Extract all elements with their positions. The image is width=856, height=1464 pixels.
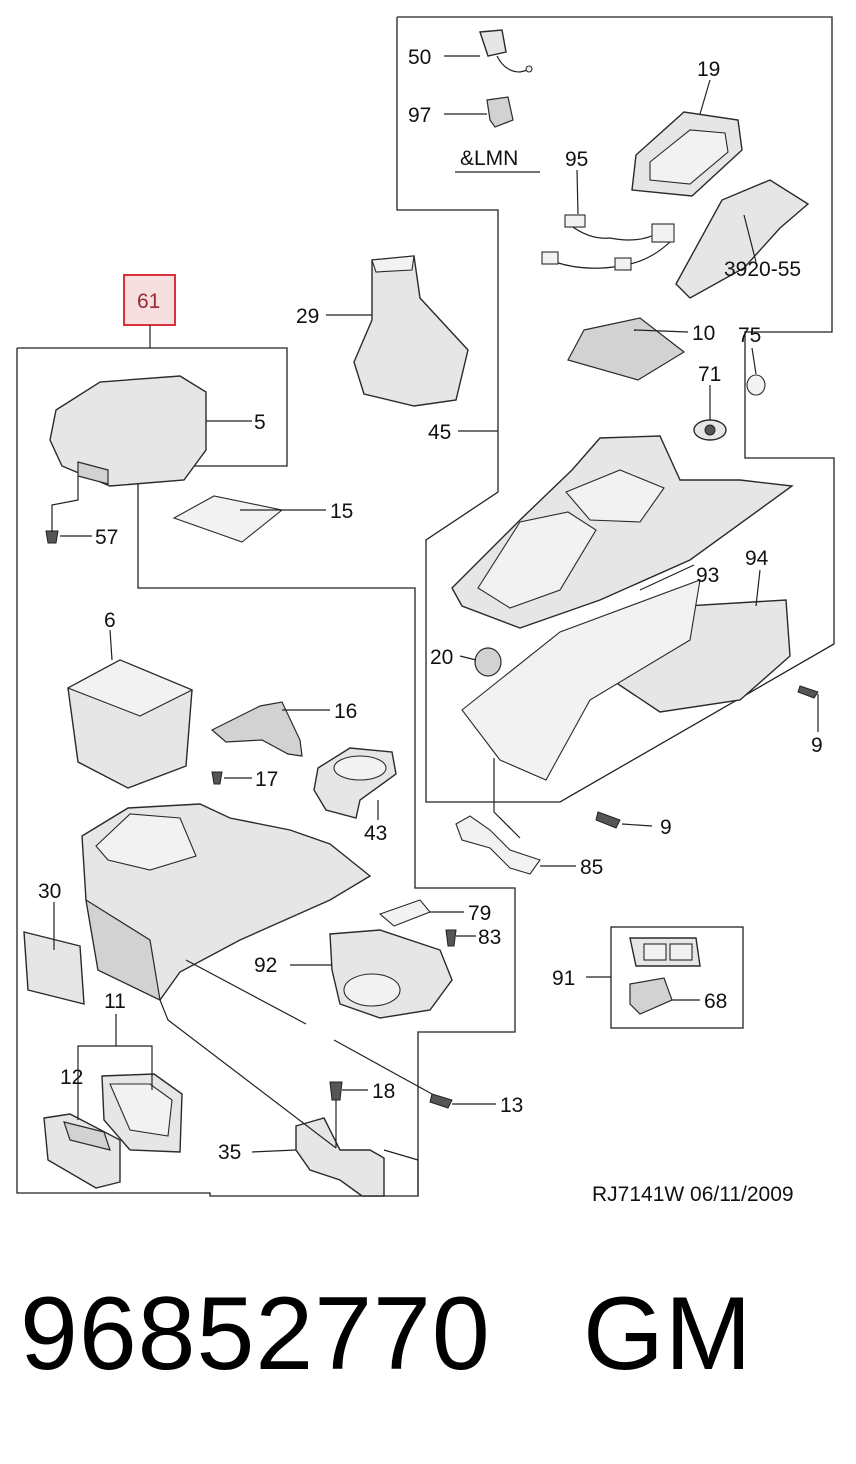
callout-92: 92 xyxy=(254,954,277,977)
callout-5: 5 xyxy=(254,411,266,434)
parts xyxy=(23,29,819,1197)
callout-57: 57 xyxy=(95,526,118,549)
callout-91: 91 xyxy=(552,967,575,990)
callout-35: 35 xyxy=(218,1141,241,1164)
callout-13: 13 xyxy=(500,1094,523,1117)
leader-lines xyxy=(51,55,819,1196)
callout-17: 17 xyxy=(255,768,278,791)
highlight-box-61 xyxy=(123,274,176,326)
callout-30: 30 xyxy=(38,880,61,903)
callout-20: 20 xyxy=(430,646,453,669)
callout-9-right: 9 xyxy=(811,734,823,757)
callout-lmn: &LMN xyxy=(460,147,518,170)
callout-43: 43 xyxy=(364,822,387,845)
callout-6: 6 xyxy=(104,609,116,632)
callout-29: 29 xyxy=(296,305,319,328)
callout-79: 79 xyxy=(468,902,491,925)
callout-19: 19 xyxy=(697,58,720,81)
callout-3920-55: 3920-55 xyxy=(724,258,801,281)
callout-68: 68 xyxy=(704,990,727,1013)
callout-16: 16 xyxy=(334,700,357,723)
callout-18: 18 xyxy=(372,1080,395,1103)
callout-95: 95 xyxy=(565,148,588,171)
callout-94: 94 xyxy=(745,547,769,570)
brand-name: GM xyxy=(583,1276,753,1392)
callout-labels: 50 97 &LMN 19 95 3920-55 29 61 10 75 71 … xyxy=(38,46,823,1164)
callout-11: 11 xyxy=(104,990,126,1013)
callout-83: 83 xyxy=(478,926,501,949)
callout-15: 15 xyxy=(330,500,353,523)
callout-85: 85 xyxy=(580,856,603,879)
callout-61: 61 xyxy=(137,290,160,313)
callout-75: 75 xyxy=(738,324,761,347)
callout-10: 10 xyxy=(692,322,715,345)
callout-12: 12 xyxy=(60,1066,83,1089)
callout-93: 93 xyxy=(696,564,719,587)
callout-50: 50 xyxy=(408,46,431,69)
part-number: 96852770 xyxy=(20,1276,491,1392)
drawing-code: RJ7141W 06/11/2009 xyxy=(592,1183,794,1206)
callout-97: 97 xyxy=(408,104,431,127)
callout-9-lower: 9 xyxy=(660,816,672,839)
callout-45: 45 xyxy=(428,421,451,444)
callout-71: 71 xyxy=(698,363,721,386)
